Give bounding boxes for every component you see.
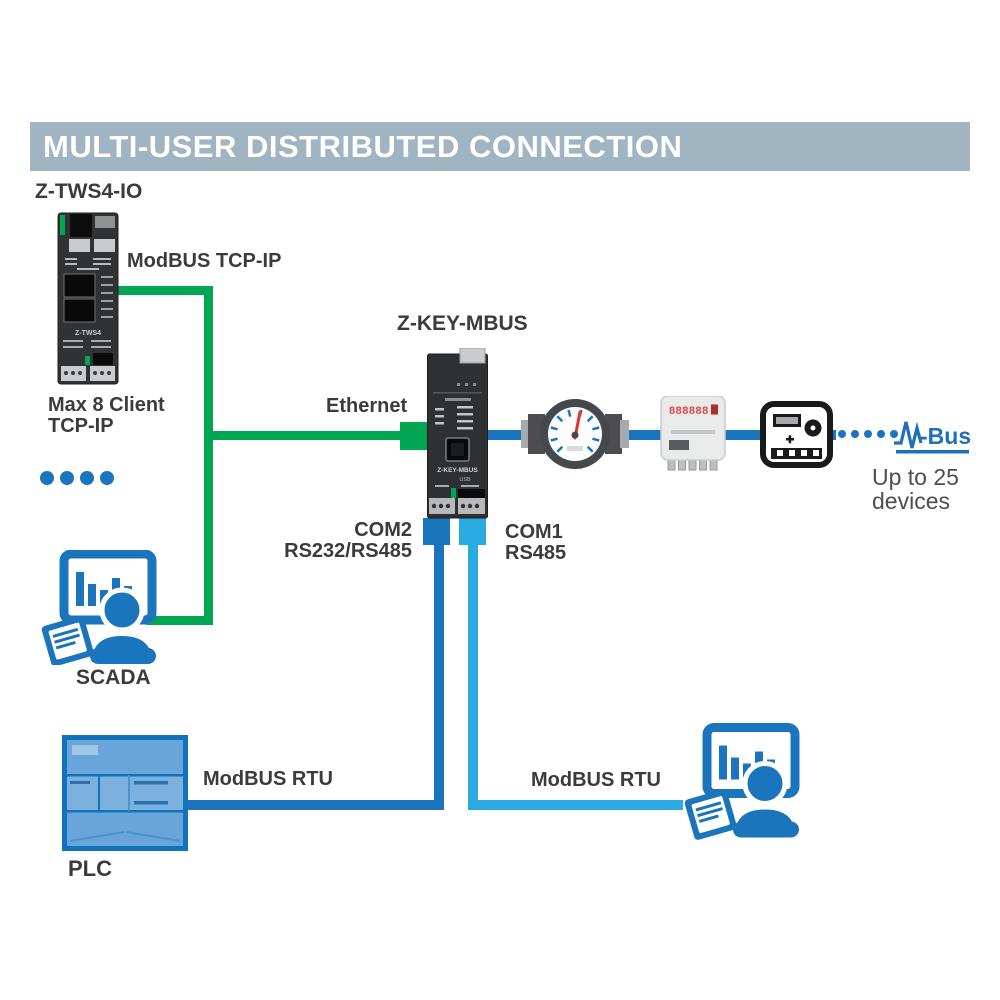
tws4-caption-line1: Max 8 Client [48,394,165,416]
ellipsis-dot [60,471,74,485]
ellipsis-dot [80,471,94,485]
tws4-caption: Max 8 Client TCP-IP [48,395,165,437]
ellipsis-dot [40,471,54,485]
com2-title: COM2 [354,519,412,541]
mbus-dot [851,430,859,438]
green-line-ethernet-branch [204,431,400,440]
com2-subtitle: RS232/RS485 [284,540,412,562]
heat-meter-icon: 888888 [660,396,726,471]
mbus-caption-line2: devices [872,488,950,514]
com2-connector-plug [423,518,450,545]
modbus-rtu-right-label: ModBUS RTU [531,769,661,791]
mbus-dot [838,430,846,438]
scada-label: SCADA [76,666,151,689]
com1-line-vertical [468,545,478,810]
mbus-logo: -Bus [894,421,971,454]
zkey-label: Z-KEY-MBUS [397,312,528,335]
com1-title: COM1 [505,521,563,543]
water-meter-icon [521,399,629,469]
zkey-device-icon: Z-KEY-MBUS USB [427,348,488,519]
ellipsis-dots [40,471,114,485]
plc-label: PLC [68,856,112,881]
zkey-device-print: Z-KEY-MBUS [437,467,478,474]
modbus-tcp-label: ModBUS TCP-IP [127,250,282,272]
tws4-label: Z-TWS4-IO [35,180,143,203]
scada-clipboard [41,615,94,665]
com1-label: COM1 RS485 [505,522,566,564]
modbus-rtu-left-label: ModBUS RTU [203,768,333,790]
scada-workstation-icon [41,550,157,665]
ethernet-label: Ethernet [326,395,408,417]
com2-line-horizontal [188,800,444,810]
green-line-trunk-vertical [204,286,213,625]
mbus-dot [864,430,872,438]
com1-line-horizontal [468,800,683,810]
ellipsis-dot [100,471,114,485]
plc-icon [62,735,188,851]
mbus-dot [877,430,885,438]
ethernet-connector-plug [400,422,427,450]
tws4-caption-line2: TCP-IP [48,415,114,437]
green-line-scada-horizontal [146,616,213,625]
com2-line-vertical [434,545,444,810]
mbus-caption-line1: Up to 25 [872,464,959,490]
remote-user-workstation-icon [684,723,800,840]
mbus-caption: Up to 25 devices [872,465,959,513]
green-line-tws4-horizontal [118,286,213,295]
zkey-usb-print: USB [459,477,471,483]
tws4-device-icon: Z-TWS4 [57,212,119,385]
com2-label: COM2 RS232/RS485 [270,520,412,562]
com1-subtitle: RS485 [505,542,567,564]
page-title: MULTI-USER DISTRIBUTED CONNECTION [30,122,970,171]
remote-clipboard [684,789,737,840]
com1-connector-plug [459,518,486,545]
meter-digits: 888888 [669,405,709,417]
mbus-dot [890,430,898,438]
mbus-logo-text: -Bus [920,423,971,449]
electricity-meter-icon [760,401,833,468]
mbus-m-glyph [894,421,923,449]
tws4-device-print: Z-TWS4 [75,330,101,337]
